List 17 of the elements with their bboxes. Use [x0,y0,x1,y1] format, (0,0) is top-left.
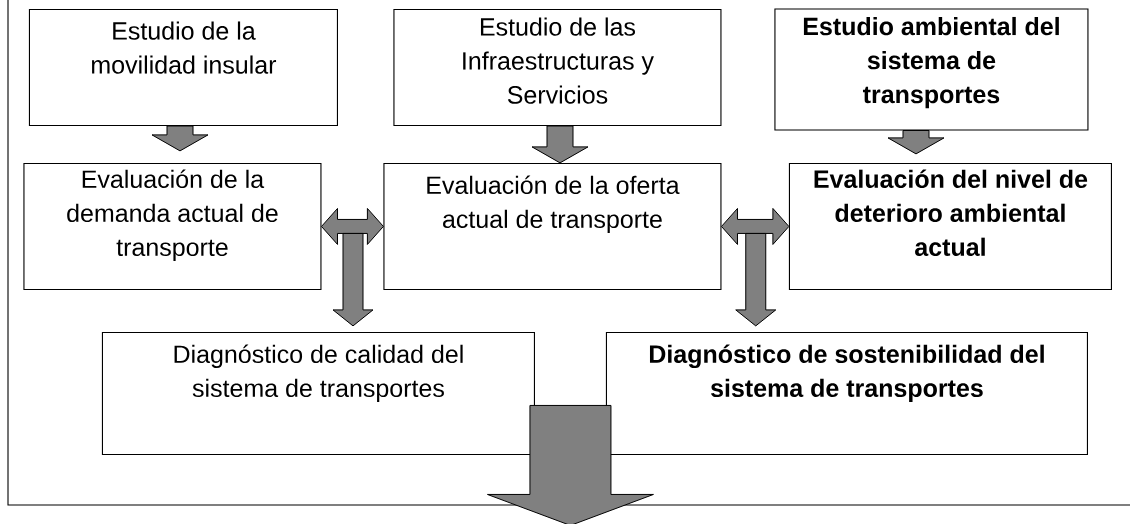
block-arrow [721,207,790,245]
block-arrow [486,404,654,524]
process-box: Estudio ambiental del sistema de transportes [774,8,1089,131]
process-box: Estudio de las Infraestructuras y Servicios [393,8,722,126]
process-box: Evaluación de la demanda actual de transporte [23,162,322,290]
process-box: Estudio de la movilidad insular [28,8,338,126]
block-arrow [321,207,384,245]
block-arrow [887,130,945,155]
block-arrow [531,125,589,164]
block-arrow [332,232,374,327]
frame-border [7,0,1130,506]
process-box: Diagnóstico de sostenibilidad del sistema de transportes [605,331,1088,455]
process-box: Diagnóstico de calidad del sistema de transportes [101,331,535,455]
process-box: Evaluación de la oferta actual de transporte [383,162,722,290]
block-arrow [735,232,777,327]
block-arrow [151,125,209,152]
process-box: Evaluación del nivel de deterioro ambiental actual [788,162,1112,290]
